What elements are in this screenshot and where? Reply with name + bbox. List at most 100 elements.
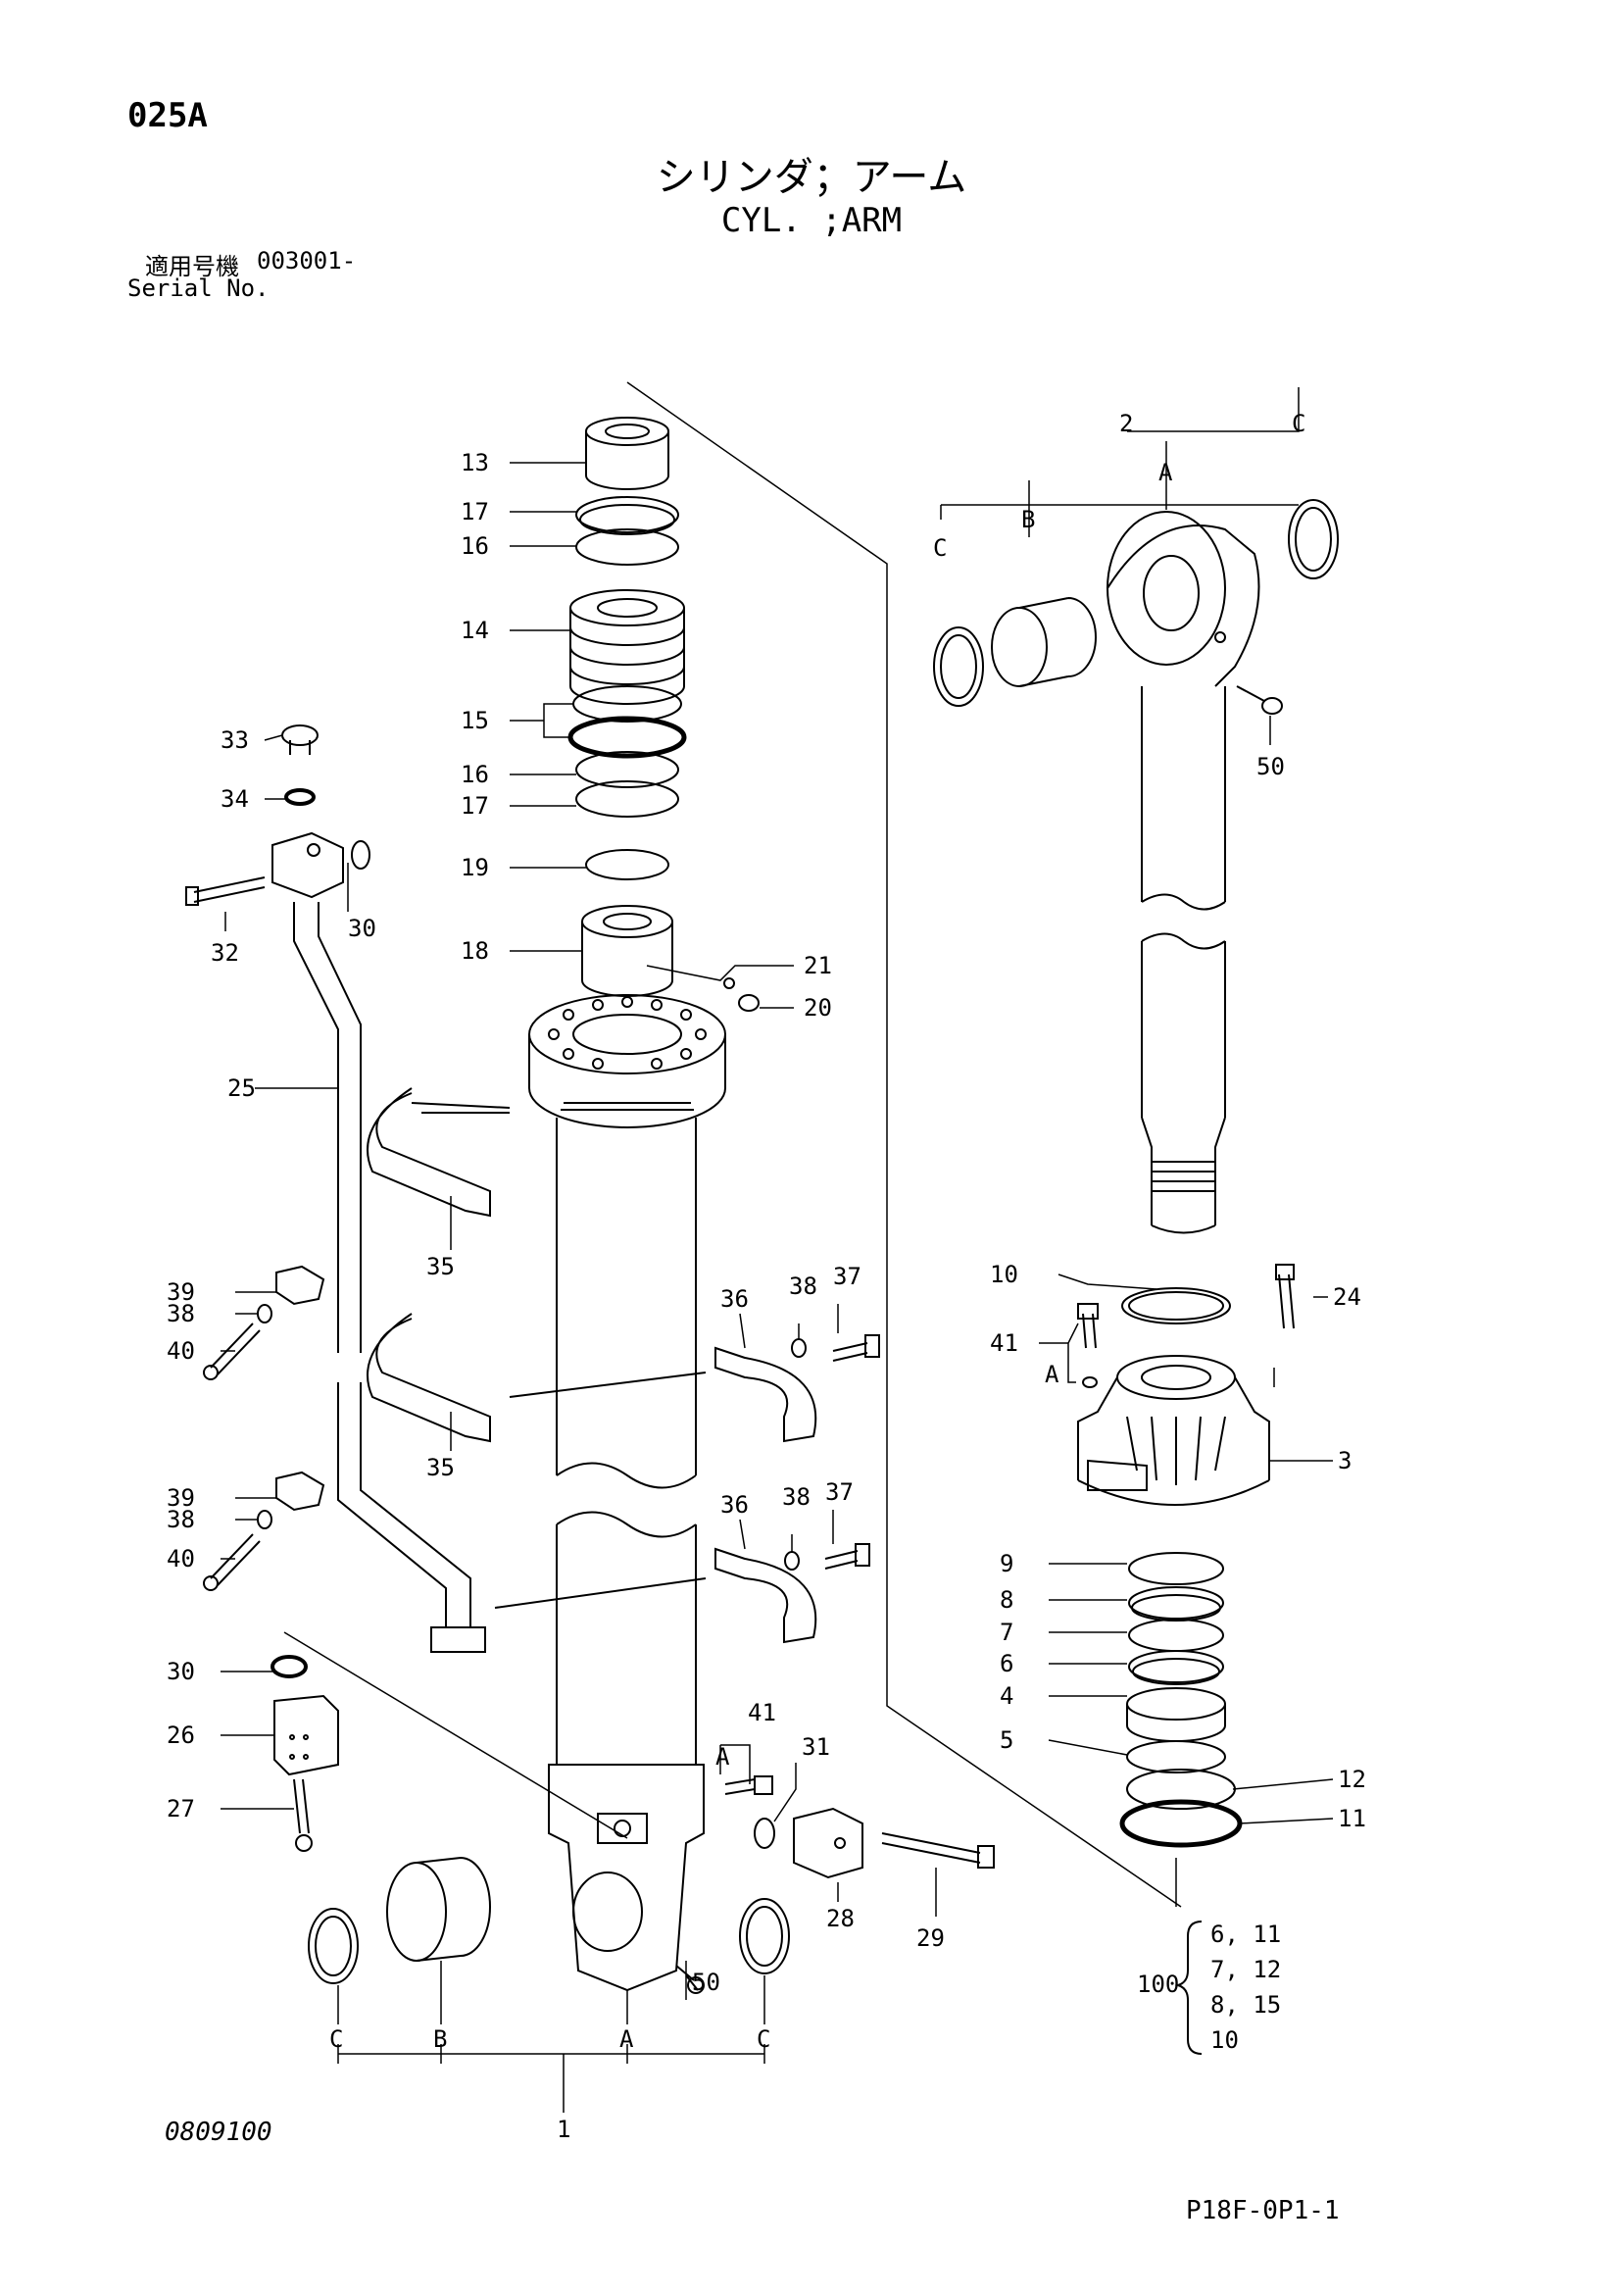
callout-C-left: C — [329, 2025, 343, 2053]
part-41-fitting-lower — [724, 1775, 773, 1795]
part-29-bolt — [881, 1832, 995, 1869]
callout-10: 10 — [990, 1261, 1018, 1288]
kit-line: 10 — [1210, 2026, 1239, 2054]
callout-16-lower: 16 — [461, 761, 489, 788]
part-39-block-lower — [275, 1471, 325, 1512]
cylinder-tube-upper — [556, 1102, 697, 1489]
callout-34: 34 — [221, 785, 249, 813]
page-code: 025A — [127, 96, 208, 135]
part-3-rod-cover — [1077, 1355, 1270, 1506]
callout-17-lower: 17 — [461, 792, 489, 820]
part-16-ring-top — [575, 528, 679, 566]
part-C-seal-lower-left — [308, 1908, 359, 1984]
title-japanese: シリンダ；アーム — [656, 155, 967, 200]
part-32-bolt — [185, 876, 266, 906]
callout-3: 3 — [1338, 1447, 1352, 1474]
serial-label-english: Serial No. — [127, 275, 270, 302]
callout-19: 19 — [461, 854, 489, 881]
part-A-rod-eye — [1107, 511, 1260, 687]
part-50-grease-fitting — [675, 1965, 705, 1994]
callout-14: 14 — [461, 617, 489, 644]
callout-36-upper: 36 — [720, 1285, 749, 1313]
callout-35-upper: 35 — [426, 1253, 455, 1280]
callout-31: 31 — [802, 1733, 830, 1761]
callout-35-lower: 35 — [426, 1454, 455, 1481]
part-30-oring-upper — [351, 840, 370, 870]
callout-24: 24 — [1333, 1283, 1361, 1311]
callout-1: 1 — [557, 2116, 570, 2143]
callout-A-upper: A — [1158, 459, 1173, 486]
part-8-ring — [1128, 1586, 1224, 1622]
part-36-clamp-upper — [509, 1346, 817, 1443]
callout-38-right-lower: 38 — [782, 1483, 811, 1511]
part-10-ring — [1121, 1287, 1231, 1324]
part-24-bolt — [1275, 1264, 1295, 1329]
callout-32: 32 — [211, 939, 239, 967]
part-35-clamp-lower — [367, 1313, 491, 1443]
callout-4: 4 — [1000, 1682, 1013, 1710]
callout-26: 26 — [167, 1722, 195, 1749]
part-26-block — [273, 1694, 339, 1776]
kit-brace — [1174, 1921, 1203, 2055]
cylinder-head-flange — [528, 994, 726, 1128]
callout-39-upper: 39 — [167, 1278, 195, 1306]
part-21-ball — [723, 977, 735, 989]
part-B-bushing-upper — [991, 597, 1097, 687]
part-4-bushing — [1126, 1687, 1226, 1742]
callout-40-lower: 40 — [167, 1545, 195, 1572]
part-13-bushing — [585, 417, 669, 490]
leader-lines — [221, 387, 1334, 2113]
port-block-leader — [283, 1631, 628, 1839]
part-38-washer-left-upper — [257, 1304, 272, 1323]
part-C-seal-upper-right — [1288, 499, 1339, 579]
callout-38-right-upper: 38 — [789, 1273, 817, 1300]
rod-lower — [1141, 932, 1226, 1234]
callout-C-right: C — [757, 2025, 770, 2053]
cylinder-tube-lower — [548, 1511, 705, 1992]
serial-number: 003001- — [257, 247, 357, 275]
assembly-leader — [626, 381, 1182, 1908]
callout-2: 2 — [1119, 410, 1133, 437]
page-reference: P18F-0P1-1 — [1186, 2196, 1340, 2225]
part-25-pipe-lower — [337, 1382, 486, 1653]
part-35-clamp-upper — [367, 1087, 511, 1218]
callout-labels: 13 17 16 14 15 16 17 19 18 21 20 33 34 3… — [167, 410, 1366, 2143]
part-38-washer-lower — [784, 1551, 800, 1571]
part-37-bolt-upper — [832, 1334, 880, 1362]
callout-33: 33 — [221, 726, 249, 754]
callout-C-upper-left: C — [933, 534, 947, 562]
rod-upper — [1141, 686, 1226, 911]
callout-50-upper: 50 — [1256, 753, 1285, 780]
callout-17-upper: 17 — [461, 498, 489, 525]
callout-38-upper: 38 — [167, 1300, 195, 1327]
part-38-washer-upper — [791, 1338, 807, 1358]
callout-20: 20 — [804, 994, 832, 1022]
callout-5: 5 — [1000, 1726, 1013, 1754]
kit-line: 7, 12 — [1210, 1956, 1282, 1983]
callout-50-lower: 50 — [692, 1969, 720, 1996]
callout-37-upper: 37 — [833, 1263, 861, 1290]
part-36-clamp-lower — [494, 1547, 817, 1644]
callout-30-upper: 30 — [348, 915, 376, 942]
part-B-bushing-lower — [386, 1857, 491, 1962]
part-39-block-upper — [275, 1265, 325, 1306]
part-31-oring — [754, 1818, 775, 1849]
callout-37-lower: 37 — [825, 1478, 854, 1506]
part-14-piston — [569, 589, 685, 705]
callout-12: 12 — [1338, 1766, 1366, 1793]
callout-25: 25 — [227, 1074, 256, 1102]
callout-B-upper: B — [1021, 506, 1035, 533]
part-17-ring — [575, 780, 679, 818]
part-7-ring — [1128, 1619, 1224, 1652]
callout-40-upper: 40 — [167, 1337, 195, 1365]
callout-15: 15 — [461, 707, 489, 734]
part-40-bolt-upper — [203, 1323, 261, 1380]
valve-block-upper — [271, 831, 344, 899]
part-28-block — [793, 1807, 863, 1879]
callout-C-upper-right: C — [1292, 410, 1305, 437]
part-30-oring-lower — [270, 1655, 308, 1678]
callout-41-lower: 41 — [748, 1699, 776, 1726]
callout-16-upper: 16 — [461, 532, 489, 560]
kit-line: 6, 11 — [1210, 1921, 1282, 1948]
